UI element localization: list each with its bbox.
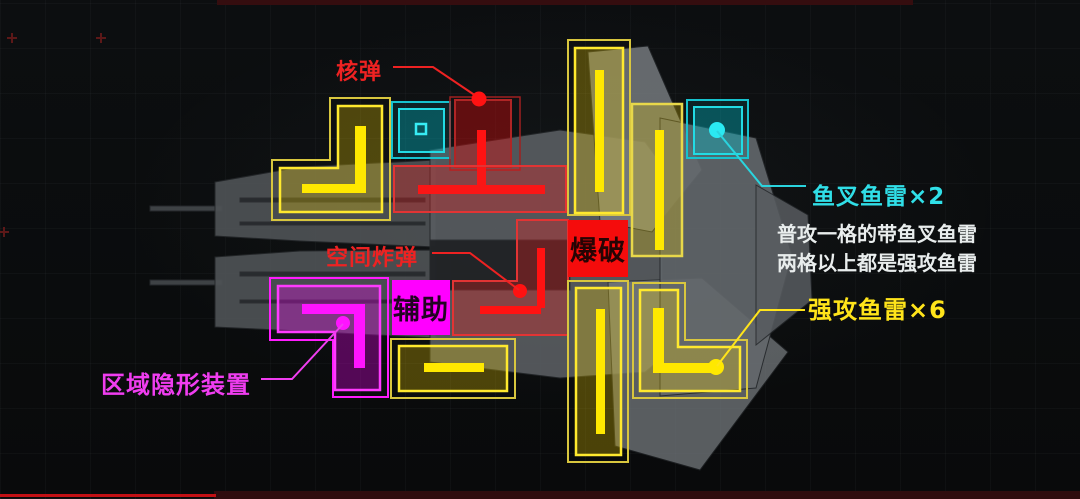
space-bomb-callout-line bbox=[432, 252, 520, 291]
stealth-glyph bbox=[302, 304, 365, 314]
strong-torpedo-label: 强攻鱼雷×6 bbox=[808, 296, 947, 324]
callout-lines bbox=[261, 66, 806, 380]
red-zone-mid bbox=[393, 165, 567, 213]
nuclear-callout-line bbox=[393, 66, 480, 99]
torpedo-note: 普攻一格的带鱼叉鱼雷 两格以上都是强攻鱼雷 bbox=[777, 220, 977, 278]
torpedo-slot-bottom-tall bbox=[567, 280, 629, 463]
nuclear-glyph bbox=[477, 130, 486, 187]
torpedo-slot-bottom-left bbox=[390, 338, 516, 399]
auxiliary-cell: 辅助 bbox=[392, 280, 450, 335]
torpedo-glyph bbox=[655, 130, 664, 250]
harpoon-mini-square-icon bbox=[414, 122, 428, 136]
torpedo-slot-bottom-right bbox=[632, 282, 748, 399]
harpoon-callout-line bbox=[716, 130, 806, 187]
torpedo-slot-mast-1 bbox=[567, 39, 631, 216]
space-bomb-glyph bbox=[537, 248, 545, 308]
bottom-accent-line bbox=[0, 494, 216, 497]
space-bomb-label: 空间炸弹 bbox=[326, 246, 419, 271]
nuclear-bomb-label: 核弹 bbox=[336, 60, 383, 85]
torpedo-slot-top-left bbox=[271, 97, 391, 221]
harpoon-callout-dot bbox=[709, 122, 725, 138]
torpedo-note-line1: 普攻一格的带鱼叉鱼雷 bbox=[777, 222, 977, 246]
strong-torpedo-callout-line bbox=[716, 309, 805, 367]
harpoon-slot-left bbox=[391, 101, 451, 159]
bottom-accent-strip bbox=[214, 491, 1080, 499]
stealth-callout-line bbox=[261, 323, 344, 380]
harpoon-slot-right bbox=[686, 99, 749, 159]
torpedo-glyph bbox=[596, 309, 605, 434]
torpedo-glyph bbox=[595, 70, 604, 192]
nuclear-bomb-cell bbox=[418, 96, 545, 194]
torpedo-glyph bbox=[653, 308, 664, 368]
area-stealth-label: 区域隐形装置 bbox=[101, 371, 251, 399]
nuclear-callout-dot bbox=[471, 91, 487, 107]
torpedo-glyph bbox=[424, 363, 484, 372]
harpoon-torpedo-label: 鱼叉鱼雷×2 bbox=[812, 184, 946, 210]
area-stealth-zone bbox=[269, 277, 389, 398]
torpedo-note-line2: 两格以上都是强攻鱼雷 bbox=[777, 251, 977, 275]
torpedo-slot-mast-2 bbox=[630, 102, 684, 258]
blast-cell: 爆破 bbox=[568, 220, 628, 277]
top-accent-strip bbox=[217, 0, 913, 5]
torpedo-glyph bbox=[355, 126, 366, 192]
grid-tick-icon bbox=[0, 33, 106, 237]
